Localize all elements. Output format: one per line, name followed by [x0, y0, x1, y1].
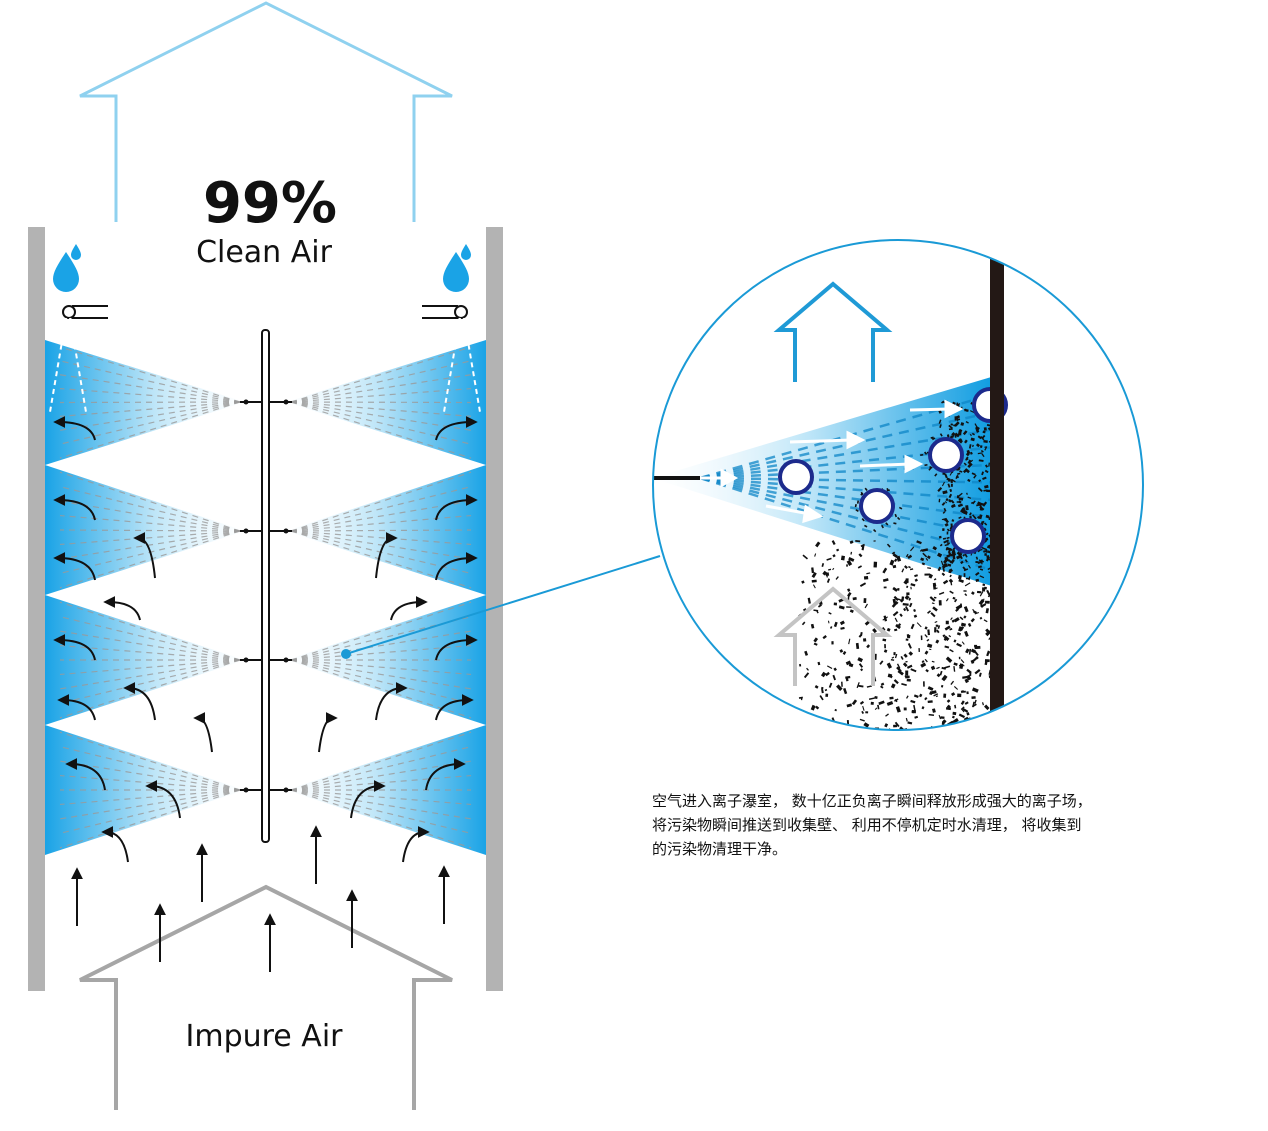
central-electrode — [261, 329, 270, 843]
right-wash-nozzle-icon — [422, 305, 481, 413]
curved-arrow-icon — [133, 532, 156, 579]
curved-arrow-icon — [402, 826, 430, 863]
curved-arrow-icon — [375, 682, 408, 721]
clean-air-label: Clean Air — [196, 235, 333, 270]
curved-arrow-icon — [318, 712, 338, 753]
curved-arrow-icon — [390, 596, 428, 621]
curved-arrow-icon — [435, 634, 478, 661]
spray-layer — [45, 595, 486, 725]
efficiency-percent: 99% — [203, 171, 337, 236]
curved-arrow-icon — [103, 596, 141, 621]
collector-wall — [990, 240, 1004, 730]
curved-arrow-icon — [145, 780, 181, 819]
curved-arrow-icon — [350, 780, 386, 819]
zoom-clean-up-arrow-icon — [773, 281, 893, 382]
curved-arrow-icon — [53, 416, 96, 441]
zoom-spray-cone — [653, 375, 998, 588]
spray-layer — [45, 725, 486, 855]
curved-arrow-icon — [57, 694, 96, 721]
impure-air-label: Impure Air — [186, 1019, 344, 1054]
spray-layer — [45, 340, 486, 465]
curved-arrow-icon — [425, 758, 466, 791]
description-text: 空气进入离子瀑室， 数十亿正负离子瞬间释放形成强大的离子场， 将污染物瞬间推送到… — [652, 792, 1097, 858]
clean-air-up-arrow-icon — [79, 1, 453, 222]
curved-arrow-icon — [101, 826, 129, 863]
curved-arrow-icon — [53, 494, 96, 521]
curved-arrow-icon — [435, 552, 478, 581]
curved-arrow-icon — [123, 682, 156, 721]
curved-arrow-icon — [53, 634, 96, 661]
curved-arrow-icon — [193, 712, 213, 753]
curved-arrow-icon — [435, 416, 478, 441]
curved-arrow-icon — [375, 532, 398, 579]
airflow-arrows — [53, 416, 478, 972]
zoom-impure-up-arrow-icon — [773, 586, 893, 686]
curved-arrow-icon — [65, 758, 106, 791]
curved-arrow-icon — [53, 552, 96, 581]
curved-arrow-icon — [435, 694, 474, 721]
zoom-flow-arrows — [678, 399, 964, 524]
tower-right-wall — [486, 227, 503, 991]
left-water-drop-icon — [53, 244, 81, 292]
left-wash-nozzle-icon — [49, 305, 108, 413]
impure-air-up-arrow-icon — [79, 884, 453, 1110]
zoom-anchor-dot — [341, 649, 351, 659]
zoom-detail-view — [652, 239, 1144, 731]
right-water-drop-icon — [443, 244, 471, 292]
curved-arrow-icon — [435, 494, 478, 521]
spray-layer — [45, 465, 486, 595]
zoom-leader-line — [345, 555, 661, 655]
tower-left-wall — [28, 227, 45, 991]
spray-layers — [45, 340, 486, 855]
